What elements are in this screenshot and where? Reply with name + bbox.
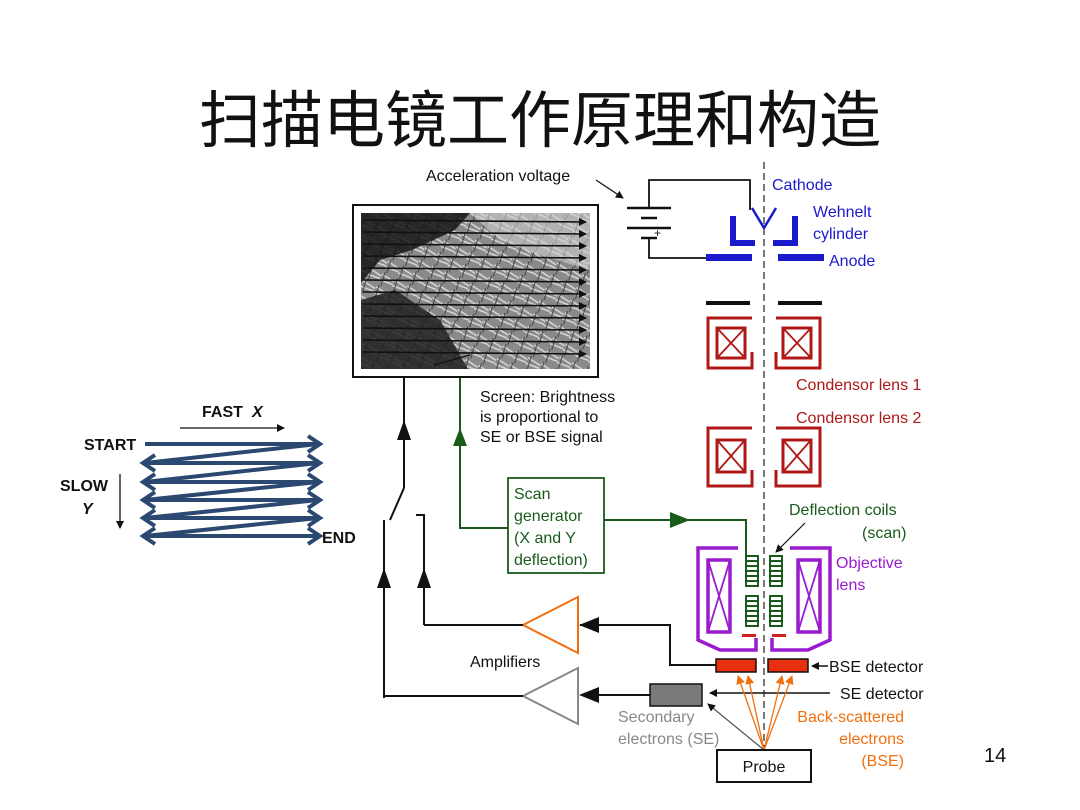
slow-label: SLOW [60, 478, 109, 495]
condensor-lens-2 [706, 426, 822, 488]
page-number: 14 [984, 745, 1007, 767]
bse-detector-label: BSE detector [829, 659, 924, 676]
screen-label-1: Screen: Brightness [480, 389, 615, 406]
scan-to-coils-wire [604, 519, 747, 556]
se-detector-label: SE detector [840, 686, 924, 703]
anode-left [706, 254, 752, 261]
switch-contact-right [416, 514, 425, 625]
slide-title: 扫描电镜工作原理和构造 [198, 84, 881, 157]
probe-label: Probe [743, 759, 786, 776]
cathode-label: Cathode [772, 177, 833, 194]
screen-label-2: is proportional to [480, 409, 598, 426]
deflection-coils [745, 555, 783, 627]
end-label: END [322, 530, 356, 547]
se-detector [649, 683, 703, 707]
scan-to-screen-arrow [453, 428, 467, 446]
amplifiers-label: Amplifiers [470, 654, 540, 671]
secondary-electron-ray [707, 703, 765, 751]
deflection-pointer [775, 522, 806, 553]
scan-generator-label-2: generator [514, 508, 583, 525]
scan-generator-box [507, 477, 605, 574]
objective-pole-left [742, 634, 756, 637]
scan-generator-label-4: deflection) [514, 552, 588, 569]
bse-detector-right [767, 658, 809, 673]
bse-detector-arrow [579, 617, 599, 633]
anode-right [778, 254, 824, 261]
objective-lens-label-2: lens [836, 577, 865, 594]
bse-feed-arrow [417, 568, 431, 588]
start-label: START [84, 437, 136, 454]
fast-label: FAST [202, 404, 243, 421]
scan-generator-label-3: (X and Y [514, 530, 576, 547]
anode-label: Anode [829, 253, 875, 270]
backscattered-label-1: Back-scattered [797, 709, 904, 726]
cathode-wire [648, 179, 751, 210]
anode-wire [648, 238, 708, 259]
aperture-right [778, 301, 822, 305]
backscattered-label-2: electrons [839, 731, 904, 748]
fast-x-label-group: FAST X [202, 404, 264, 421]
objective-lens [696, 546, 832, 652]
probe-box [716, 749, 812, 783]
se-feed-arrow [377, 568, 391, 588]
backscattered-rays [736, 675, 794, 751]
wehnelt-label-1: Wehnelt [813, 204, 872, 221]
secondary-electrons-label-2: electrons (SE) [618, 731, 719, 748]
aperture-left [706, 301, 750, 305]
scan-to-coils-arrow [670, 512, 690, 528]
bse-amplifier [520, 595, 579, 655]
objective-lens-label-1: Objective [836, 555, 903, 572]
backscattered-label-3: (BSE) [861, 753, 904, 770]
raster-scan-pattern [139, 434, 324, 546]
scan-generator-label-1: Scan [514, 486, 550, 503]
screen-label-3: SE or BSE signal [480, 429, 603, 446]
switch-blade [389, 487, 405, 521]
deflection-coils-label-1: Deflection coils [789, 502, 897, 519]
condensor-lens-2-label: Condensor lens 2 [796, 410, 922, 427]
condensor-lens-1-label: Condensor lens 1 [796, 377, 922, 394]
se-amplifier [520, 666, 579, 726]
objective-pole-right [772, 634, 786, 637]
electron-gun [706, 207, 824, 261]
wehnelt-label-2: cylinder [813, 226, 869, 243]
slow-y-label: Y [82, 501, 94, 518]
condensor-lens-1 [706, 316, 822, 370]
bse-detector-left [715, 658, 757, 673]
deflection-coils-label-2: (scan) [862, 525, 906, 542]
screen-feed-arrow [397, 420, 411, 440]
acceleration-voltage-pointer [595, 179, 624, 199]
secondary-electrons-label-1: Secondary [618, 709, 695, 726]
battery: + [627, 206, 671, 240]
display-screen [352, 204, 599, 378]
acceleration-voltage-label: Acceleration voltage [426, 168, 570, 185]
bse-detector-wire [580, 624, 716, 666]
battery-plus-sign: + [654, 226, 661, 240]
se-detector-arrow [579, 687, 599, 703]
fast-x-label: X [251, 404, 264, 421]
